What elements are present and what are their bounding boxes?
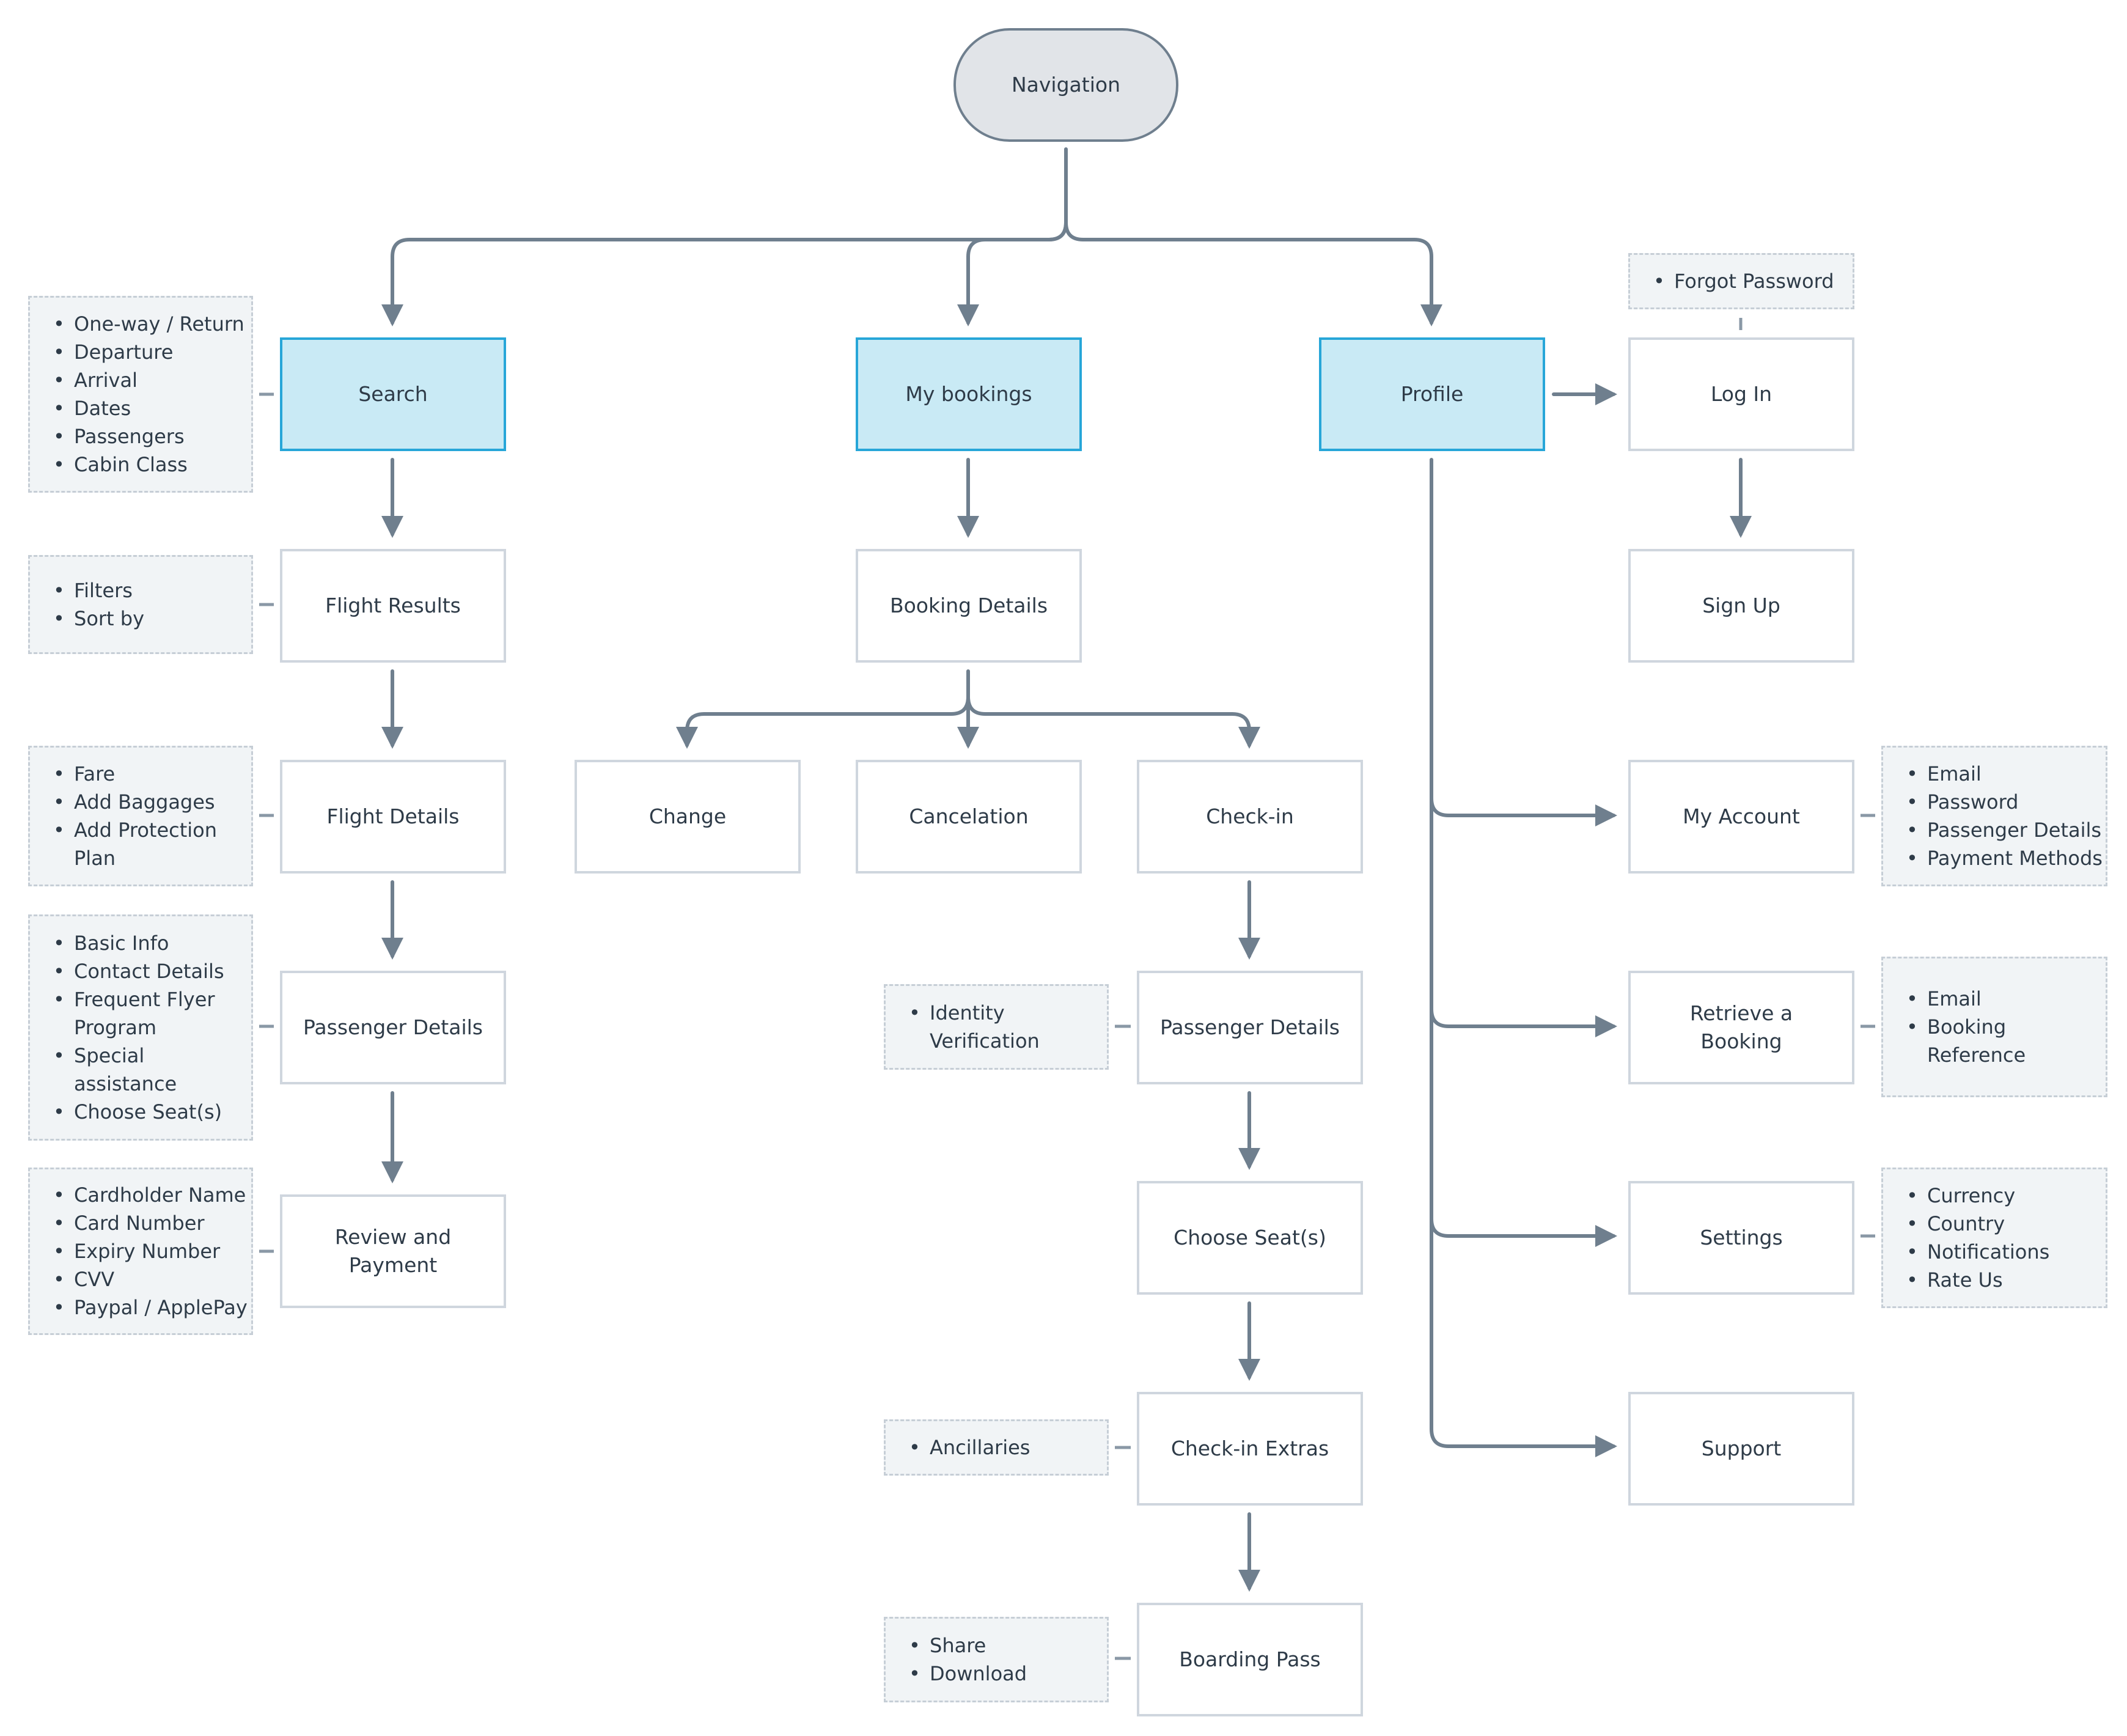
note-item: Dates: [53, 394, 244, 422]
node-navigation: Navigation: [953, 28, 1178, 142]
note-item: Email: [1906, 985, 2106, 1013]
note-item: Departure: [53, 338, 244, 366]
note-item: Add Protection Plan: [53, 816, 251, 872]
note-item: Basic Info: [53, 929, 251, 957]
node-support: Support: [1628, 1392, 1854, 1506]
note-list: FiltersSort by: [30, 576, 144, 633]
note-item: Payment Methods: [1906, 844, 2103, 872]
note-list: One-way / ReturnDepartureArrivalDatesPas…: [30, 310, 244, 479]
connector-booking-details-change: [676, 695, 970, 749]
node-change: Change: [575, 760, 801, 874]
note-item: Identity Verification: [909, 999, 1107, 1055]
node-boarding-pass: Boarding Pass: [1137, 1603, 1363, 1716]
connector-profile-retrieve-booking: [1430, 1007, 1617, 1037]
connector-navigation-search: [381, 147, 1068, 326]
node-my-bookings: My bookings: [856, 337, 1082, 451]
note-flight-results: FiltersSort by: [28, 555, 253, 654]
note-item: Notifications: [1906, 1238, 2049, 1266]
note-item: Fare: [53, 760, 251, 788]
note-review-and-payment: Cardholder NameCard NumberExpiry NumberC…: [28, 1168, 253, 1335]
note-item: Sort by: [53, 605, 144, 633]
node-check-in-extras: Check-in Extras: [1137, 1392, 1363, 1506]
note-item: Frequent Flyer Program: [53, 985, 251, 1042]
node-sign-up: Sign Up: [1628, 549, 1854, 663]
note-list: Forgot Password: [1630, 267, 1834, 295]
note-item: Expiry Number: [53, 1237, 248, 1265]
note-item: Password: [1906, 788, 2103, 816]
note-boarding-pass: ShareDownload: [884, 1617, 1109, 1702]
node-check-in: Check-in: [1137, 760, 1363, 874]
note-item: Email: [1906, 760, 2103, 788]
connector-profile-support: [1430, 458, 1617, 1457]
node-choose-seats: Choose Seat(s): [1137, 1181, 1363, 1295]
note-search: One-way / ReturnDepartureArrivalDatesPas…: [28, 296, 253, 493]
note-checkin-extras: Ancillaries: [884, 1419, 1109, 1476]
note-item: Filters: [53, 576, 144, 605]
node-retrieve-a-booking: Retrieve a Booking: [1628, 971, 1854, 1084]
note-item: Passengers: [53, 422, 244, 451]
note-item: Cabin Class: [53, 451, 244, 479]
note-list: Ancillaries: [886, 1433, 1030, 1462]
connector-profile-my-account: [1430, 796, 1617, 826]
node-my-account: My Account: [1628, 760, 1854, 874]
note-item: Special assistance: [53, 1042, 251, 1098]
connector-navigation-profile: [1064, 221, 1442, 326]
note-settings: CurrencyCountryNotificationsRate Us: [1881, 1168, 2107, 1308]
note-item: Rate Us: [1906, 1266, 2049, 1294]
note-item: Paypal / ApplePay: [53, 1293, 248, 1322]
node-search: Search: [280, 337, 506, 451]
connector-booking-details-check-in: [966, 695, 1260, 749]
note-list: Basic InfoContact DetailsFrequent Flyer …: [30, 929, 251, 1126]
note-item: Choose Seat(s): [53, 1098, 251, 1126]
node-log-in: Log In: [1628, 337, 1854, 451]
node-booking-details: Booking Details: [856, 549, 1082, 663]
note-item: Arrival: [53, 366, 244, 394]
note-item: One-way / Return: [53, 310, 244, 338]
node-flight-results: Flight Results: [280, 549, 506, 663]
node-profile: Profile: [1319, 337, 1545, 451]
node-passenger-details: Passenger Details: [280, 971, 506, 1084]
node-settings: Settings: [1628, 1181, 1854, 1295]
note-my-account: EmailPasswordPassenger DetailsPayment Me…: [1881, 746, 2107, 886]
node-cancelation: Cancelation: [856, 760, 1082, 874]
note-item: Currency: [1906, 1182, 2049, 1210]
note-flight-details: FareAdd BaggagesAdd Protection Plan: [28, 746, 253, 886]
connector-navigation-my-bookings: [957, 221, 1068, 326]
note-list: FareAdd BaggagesAdd Protection Plan: [30, 760, 251, 872]
connector-profile-settings: [1430, 1217, 1617, 1247]
note-item: Country: [1906, 1210, 2049, 1238]
note-item: Cardholder Name: [53, 1181, 248, 1209]
note-list: Cardholder NameCard NumberExpiry NumberC…: [30, 1181, 248, 1322]
node-review-and-payment: Review and Payment: [280, 1194, 506, 1308]
note-item: Add Baggages: [53, 788, 251, 816]
note-item: Ancillaries: [909, 1433, 1030, 1462]
note-retrieve-a-booking: EmailBooking Reference: [1881, 957, 2107, 1097]
note-list: EmailPasswordPassenger DetailsPayment Me…: [1883, 760, 2103, 872]
note-item: CVV: [53, 1265, 248, 1293]
note-item: Download: [909, 1660, 1027, 1688]
note-list: CurrencyCountryNotificationsRate Us: [1883, 1182, 2049, 1294]
note-item: Passenger Details: [1906, 816, 2103, 844]
note-list: Identity Verification: [886, 999, 1107, 1055]
note-list: ShareDownload: [886, 1631, 1027, 1688]
node-flight-details: Flight Details: [280, 760, 506, 874]
node-checkin-passenger-details: Passenger Details: [1137, 971, 1363, 1084]
note-list: EmailBooking Reference: [1883, 985, 2106, 1069]
note-log-in: Forgot Password: [1628, 253, 1854, 309]
note-item: Forgot Password: [1653, 267, 1834, 295]
note-item: Contact Details: [53, 957, 251, 985]
note-passenger-details: Basic InfoContact DetailsFrequent Flyer …: [28, 914, 253, 1141]
note-item: Card Number: [53, 1209, 248, 1237]
note-item: Booking Reference: [1906, 1013, 2106, 1069]
note-item: Share: [909, 1631, 1027, 1660]
note-checkin-passenger-details: Identity Verification: [884, 984, 1109, 1070]
